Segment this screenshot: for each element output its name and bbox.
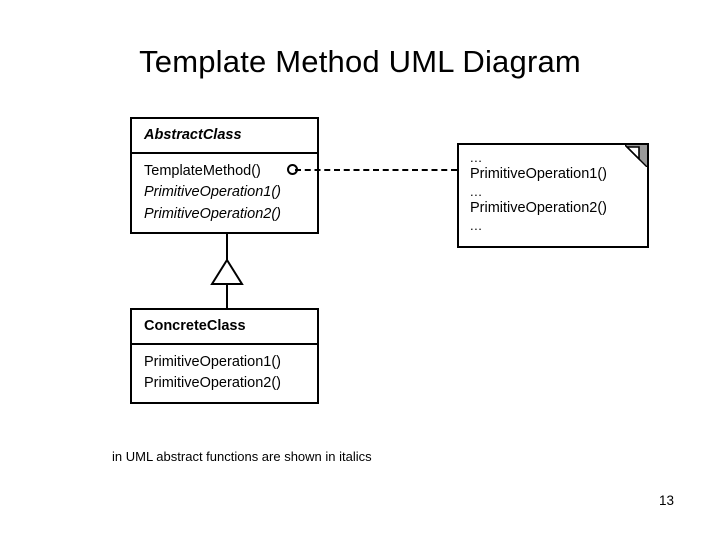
operations-compartment-concrete-class: PrimitiveOperation1() PrimitiveOperation… — [132, 345, 317, 403]
page-title: Template Method UML Diagram — [139, 44, 581, 79]
note-line-ellipsis-top: ... — [470, 150, 483, 165]
operation-primitive-operation1-abstract: PrimitiveOperation1() — [144, 184, 281, 201]
operations-compartment-abstract-class: TemplateMethod() PrimitiveOperation1() P… — [132, 154, 317, 233]
note-line-ellipsis-middle: ... — [470, 184, 483, 200]
class-name-concrete-class: ConcreteClass — [132, 310, 317, 345]
class-name-abstract-class: AbstractClass — [132, 119, 317, 154]
uml-class-concrete-class[interactable]: ConcreteClass PrimitiveOperation1() Prim… — [130, 308, 319, 404]
note-line-primitive-operation1: PrimitiveOperation1() — [470, 165, 607, 182]
operation-primitive-operation2-concrete: PrimitiveOperation2() — [144, 375, 281, 392]
operation-template-method: TemplateMethod() — [144, 162, 261, 179]
note-line-primitive-operation2: PrimitiveOperation2() — [470, 199, 607, 216]
dependency-dashed-line — [295, 169, 457, 171]
page-number: 13 — [659, 493, 675, 508]
uml-note-box[interactable]: ... PrimitiveOperation1() ... PrimitiveO… — [457, 143, 649, 248]
note-line-ellipsis-bottom: ... — [470, 218, 483, 234]
operation-primitive-operation2-abstract: PrimitiveOperation2() — [144, 205, 281, 222]
uml-class-abstract-class[interactable]: AbstractClass TemplateMethod() Primitive… — [130, 117, 319, 234]
generalization-arrow-icon — [210, 258, 244, 285]
operation-primitive-operation1-concrete: PrimitiveOperation1() — [144, 353, 281, 370]
footnote-text: in UML abstract functions are shown in i… — [112, 449, 372, 464]
